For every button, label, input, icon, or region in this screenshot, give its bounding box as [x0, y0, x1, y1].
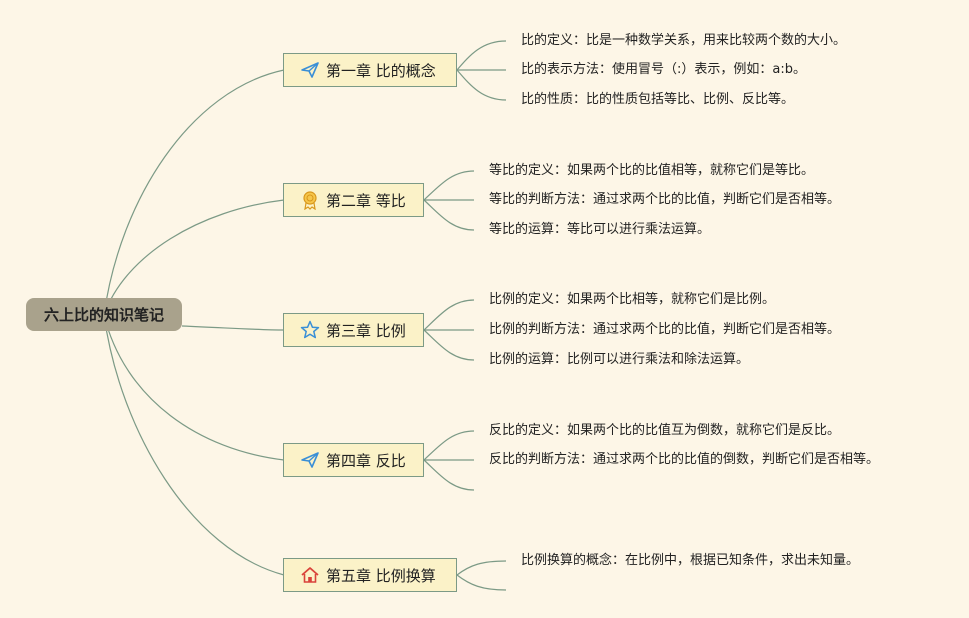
- connector-ch1-leaf1: [456, 40, 507, 71]
- connector-ch5-leaf2: [456, 574, 507, 591]
- connector-root-ch3: [181, 325, 285, 331]
- connector-ch4-leaf1: [423, 430, 475, 461]
- chapter-5-item-1: 比例换算的概念：在比例中，根据已知条件，求出未知量。: [521, 553, 860, 568]
- chapter-2-item-1: 等比的定义：如果两个比的比值相等，就称它们是等比。: [489, 163, 815, 178]
- chapter-2-topic[interactable]: 第二章 等比: [283, 183, 424, 217]
- chapter-2-item-3: 等比的运算：等比可以进行乘法运算。: [489, 222, 711, 237]
- chapter-5-title: 第五章 比例换算: [326, 566, 436, 585]
- chapter-2-title: 第二章 等比: [326, 191, 406, 210]
- chapter-1-item-2: 比的表示方法：使用冒号（:）表示，例如：a:b。: [521, 62, 806, 77]
- connector-root-ch2: [103, 199, 285, 316]
- root-topic[interactable]: 六上比的知识笔记: [26, 298, 182, 331]
- chapter-3-title: 第三章 比例: [326, 321, 406, 340]
- connector-ch2-leaf1: [423, 170, 475, 201]
- chapter-5-topic[interactable]: 第五章 比例换算: [283, 558, 457, 592]
- chapter-3-item-3: 比例的运算：比例可以进行乘法和除法运算。: [489, 352, 750, 367]
- connector-ch1-leaf3: [456, 69, 507, 101]
- chapter-4-topic[interactable]: 第四章 反比: [283, 443, 424, 477]
- house-icon: [300, 565, 320, 585]
- chapter-1-title: 第一章 比的概念: [326, 61, 436, 80]
- connector-ch4-leaf3: [423, 459, 475, 491]
- star-icon: [300, 320, 320, 340]
- connector-ch2-leaf3: [423, 199, 475, 231]
- chapter-4-title: 第四章 反比: [326, 451, 406, 470]
- chapter-1-topic[interactable]: 第一章 比的概念: [283, 53, 457, 87]
- connector-ch3-leaf1: [423, 299, 475, 331]
- connector-root-ch4: [103, 314, 285, 461]
- connector-ch3-leaf3: [423, 329, 475, 361]
- chapter-3-item-1: 比例的定义：如果两个比相等，就称它们是比例。: [489, 292, 776, 307]
- paper-plane-icon: [300, 60, 320, 80]
- award-ribbon-icon: [300, 190, 320, 210]
- chapter-1-item-3: 比的性质：比的性质包括等比、比例、反比等。: [521, 92, 795, 107]
- chapter-4-item-2: 反比的判断方法：通过求两个比的比值的倒数，判断它们是否相等。: [489, 452, 880, 467]
- connector-root-ch1: [103, 69, 285, 316]
- connector-root-ch5: [103, 314, 285, 576]
- chapter-1-item-1: 比的定义：比是一种数学关系，用来比较两个数的大小。: [521, 33, 847, 48]
- chapter-4-item-1: 反比的定义：如果两个比的比值互为倒数，就称它们是反比。: [489, 423, 841, 438]
- chapter-3-topic[interactable]: 第三章 比例: [283, 313, 424, 347]
- paper-plane-icon: [300, 450, 320, 470]
- chapter-3-item-2: 比例的判断方法：通过求两个比的比值，判断它们是否相等。: [489, 322, 841, 337]
- chapter-2-item-2: 等比的判断方法：通过求两个比的比值，判断它们是否相等。: [489, 192, 841, 207]
- connector-ch5-leaf1: [456, 560, 507, 576]
